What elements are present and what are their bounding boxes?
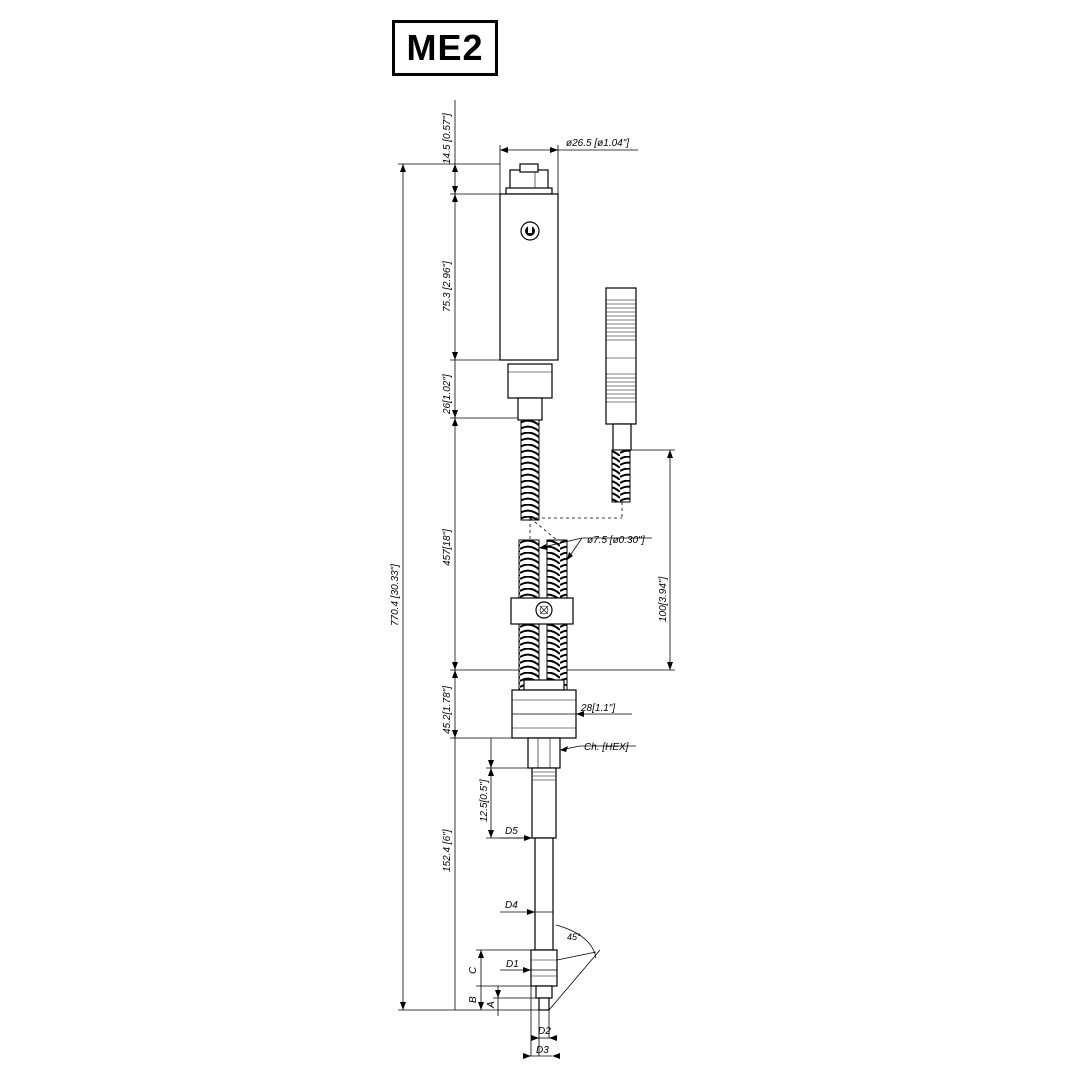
dim-angle: 45° bbox=[567, 932, 581, 942]
dim-nut-length: 26[1.02"] bbox=[442, 374, 453, 415]
dim-hex-label: Ch. [HEX] bbox=[584, 742, 629, 753]
dim-thread-length: 12.5[0.5"] bbox=[479, 779, 490, 822]
coupling-nut bbox=[507, 363, 553, 421]
dim-d1: D1 bbox=[506, 959, 519, 970]
cable-routing-lines bbox=[529, 502, 623, 541]
dim-d5: D5 bbox=[505, 826, 518, 837]
extension-cable bbox=[611, 449, 631, 503]
dim-d4: D4 bbox=[505, 900, 518, 911]
dim-a: A bbox=[486, 1001, 497, 1009]
dim-housing-diameter: ø26.5 [ø1.04"] bbox=[566, 138, 629, 149]
diagram-title: ME2 bbox=[406, 27, 484, 68]
hex-body bbox=[511, 679, 577, 769]
extension-connector bbox=[605, 287, 637, 451]
title-box: ME2 bbox=[392, 20, 498, 76]
dim-cable-diameter: ø7.5 [ø0.30"] bbox=[587, 535, 645, 546]
dim-hex-section: 45.2[1.78"] bbox=[442, 686, 453, 734]
dim-hex-width: 28[1.1"] bbox=[580, 703, 615, 714]
transducer-housing bbox=[499, 193, 559, 361]
dim-b: B bbox=[468, 996, 479, 1003]
probe-stem bbox=[530, 767, 558, 1011]
dim-flex-length: 457[18"] bbox=[442, 529, 453, 566]
dim-housing-length: 75.3 [2.96"] bbox=[442, 261, 453, 312]
dimension-lines bbox=[398, 100, 675, 1057]
dim-cable-length: 100[3.94"] bbox=[658, 577, 669, 622]
top-connector bbox=[505, 163, 553, 195]
dim-overall-length: 770.4 [30.33"] bbox=[390, 564, 401, 626]
cable-clamp bbox=[510, 597, 574, 625]
flexible-armor-upper bbox=[520, 419, 540, 521]
dim-top-connector: 14.5 [0.57"] bbox=[442, 113, 453, 164]
dim-c: C bbox=[468, 966, 479, 974]
dim-stem-length: 152.4 [6"] bbox=[442, 829, 453, 872]
dimension-arrows bbox=[400, 147, 673, 1059]
dim-d2: D2 bbox=[538, 1026, 551, 1037]
dim-d3: D3 bbox=[536, 1045, 549, 1056]
